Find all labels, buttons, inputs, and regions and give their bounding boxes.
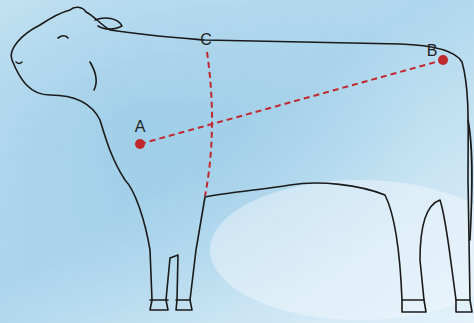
- cow-outline: [11, 7, 472, 312]
- point-label: A: [135, 119, 146, 135]
- length-line: [140, 60, 443, 144]
- point-dot: [438, 55, 448, 65]
- watercolor-wash: [210, 180, 474, 320]
- point-label: B: [427, 43, 438, 59]
- girth-line: [205, 52, 212, 196]
- point-dot: [135, 139, 145, 149]
- point-label: C: [200, 32, 212, 48]
